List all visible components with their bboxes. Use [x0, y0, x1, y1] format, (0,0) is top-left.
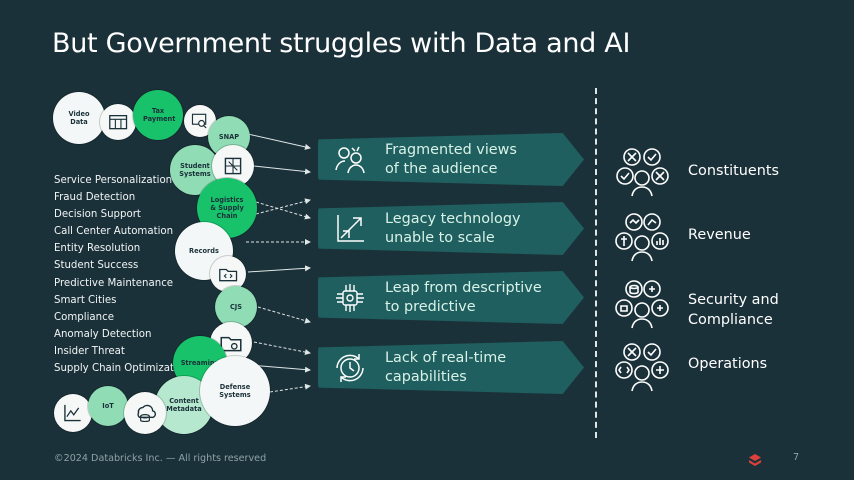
bubble-label: Defense Systems: [219, 382, 251, 399]
use-case-list: Service Personalization Fraud Detection …: [54, 172, 190, 377]
use-case-item: Predictive Maintenance: [54, 277, 174, 289]
impact-label: Revenue: [688, 227, 751, 243]
bubble-label: Records: [189, 246, 219, 255]
dashboard-icon: [108, 114, 128, 130]
impact-label: Operations: [688, 356, 768, 372]
use-case-item: Compliance: [54, 311, 114, 323]
page-number: 7: [793, 452, 800, 463]
impact-label-line: Compliance: [688, 311, 773, 328]
use-case-item: Entity Resolution: [54, 243, 141, 255]
challenge-line: capabilities: [385, 369, 467, 385]
challenge-text: Lack of real-time capabilities: [385, 349, 560, 387]
bubble-video-data: Video Data: [53, 92, 105, 144]
challenge-text: Fragmented views of the audience: [385, 141, 560, 179]
bubble-cloud-database: [124, 392, 166, 434]
challenge-real-time: Lack of real-time capabilities: [318, 341, 584, 394]
challenge-text: Leap from descriptive to predictive: [385, 279, 560, 317]
impact-label: Constituents: [688, 163, 779, 179]
challenge-line: unable to scale: [385, 230, 495, 246]
impact-constituents: Constituents: [612, 146, 852, 202]
slide-title: But Government struggles with Data and A…: [52, 28, 631, 59]
use-case-item: Student Success: [54, 260, 139, 272]
challenge-line: of the audience: [385, 161, 498, 177]
use-case-item: Insider Threat: [54, 345, 125, 357]
bubble-cjs: CJS: [215, 286, 257, 328]
challenge-legacy-technology: Legacy technology unable to scale: [318, 202, 584, 255]
challenge-line: Leap from descriptive: [385, 280, 542, 296]
impact-operations: Operations: [612, 341, 852, 397]
challenge-fragmented-views: Fragmented views of the audience: [318, 133, 584, 186]
bubble-search-screen: [184, 105, 216, 137]
network-cube-icon: [224, 157, 242, 175]
bubble-label: Video Data: [68, 109, 90, 126]
databricks-logo-icon: [749, 454, 761, 466]
people-check-cross-icon: [612, 146, 674, 198]
bubble-label: Content Metadata: [166, 396, 202, 413]
bubble-label: Logistics & Supply Chain: [210, 195, 244, 221]
bubble-tax-payment: Tax Payment: [133, 90, 183, 140]
copyright-footer: ©2024 Databricks Inc. — All rights reser…: [54, 453, 267, 464]
impact-security-compliance: Security and Compliance: [612, 278, 852, 334]
impact-revenue: Revenue: [612, 211, 852, 267]
challenge-text: Legacy technology unable to scale: [385, 210, 560, 248]
bubble-chart: [54, 394, 92, 432]
bubble-label: CJS: [229, 302, 243, 311]
use-case-item: Anomaly Detection: [54, 328, 152, 340]
dashed-divider: [595, 88, 597, 438]
people-money-icon: [612, 211, 674, 263]
search-screen-icon: [191, 113, 207, 129]
circuit-brain-icon: [332, 280, 368, 316]
bubble-label: Streaming: [180, 358, 220, 367]
bubble-label: Student Systems: [179, 161, 211, 178]
bubble-label: Tax Payment: [143, 106, 176, 123]
impact-label: Security and Compliance: [688, 291, 779, 330]
challenge-descriptive-predictive: Leap from descriptive to predictive: [318, 271, 584, 324]
use-case-item: Call Center Automation: [54, 226, 174, 238]
bubble-label: SNAP: [218, 132, 240, 141]
line-chart-icon: [64, 405, 81, 422]
use-case-item: Supply Chain Optimization: [54, 363, 190, 375]
challenge-line: Fragmented views: [385, 142, 517, 158]
challenge-line: Lack of real-time: [385, 350, 507, 366]
fragmented-people-icon: [332, 142, 368, 178]
clock-cycle-icon: [332, 350, 368, 386]
use-case-item: Smart Cities: [54, 294, 117, 306]
use-case-item: Decision Support: [54, 209, 141, 221]
use-case-item: Service Personalization: [54, 175, 173, 186]
impact-label-line: Security and: [688, 292, 779, 308]
people-database-icon: [612, 278, 674, 330]
challenge-line: to predictive: [385, 299, 476, 315]
code-folder-icon: [218, 268, 238, 282]
cloud-database-icon: [137, 404, 157, 423]
bubble-dashboard: [100, 104, 136, 140]
people-operations-icon: [612, 341, 674, 393]
challenge-line: Legacy technology: [385, 211, 521, 227]
use-case-item: Fraud Detection: [54, 192, 136, 204]
bubble-label: IoT: [102, 401, 114, 410]
bubble-defense-systems: Defense Systems: [200, 356, 270, 426]
chart-arrow-icon: [332, 211, 368, 247]
bubble-iot: IoT: [88, 386, 128, 426]
